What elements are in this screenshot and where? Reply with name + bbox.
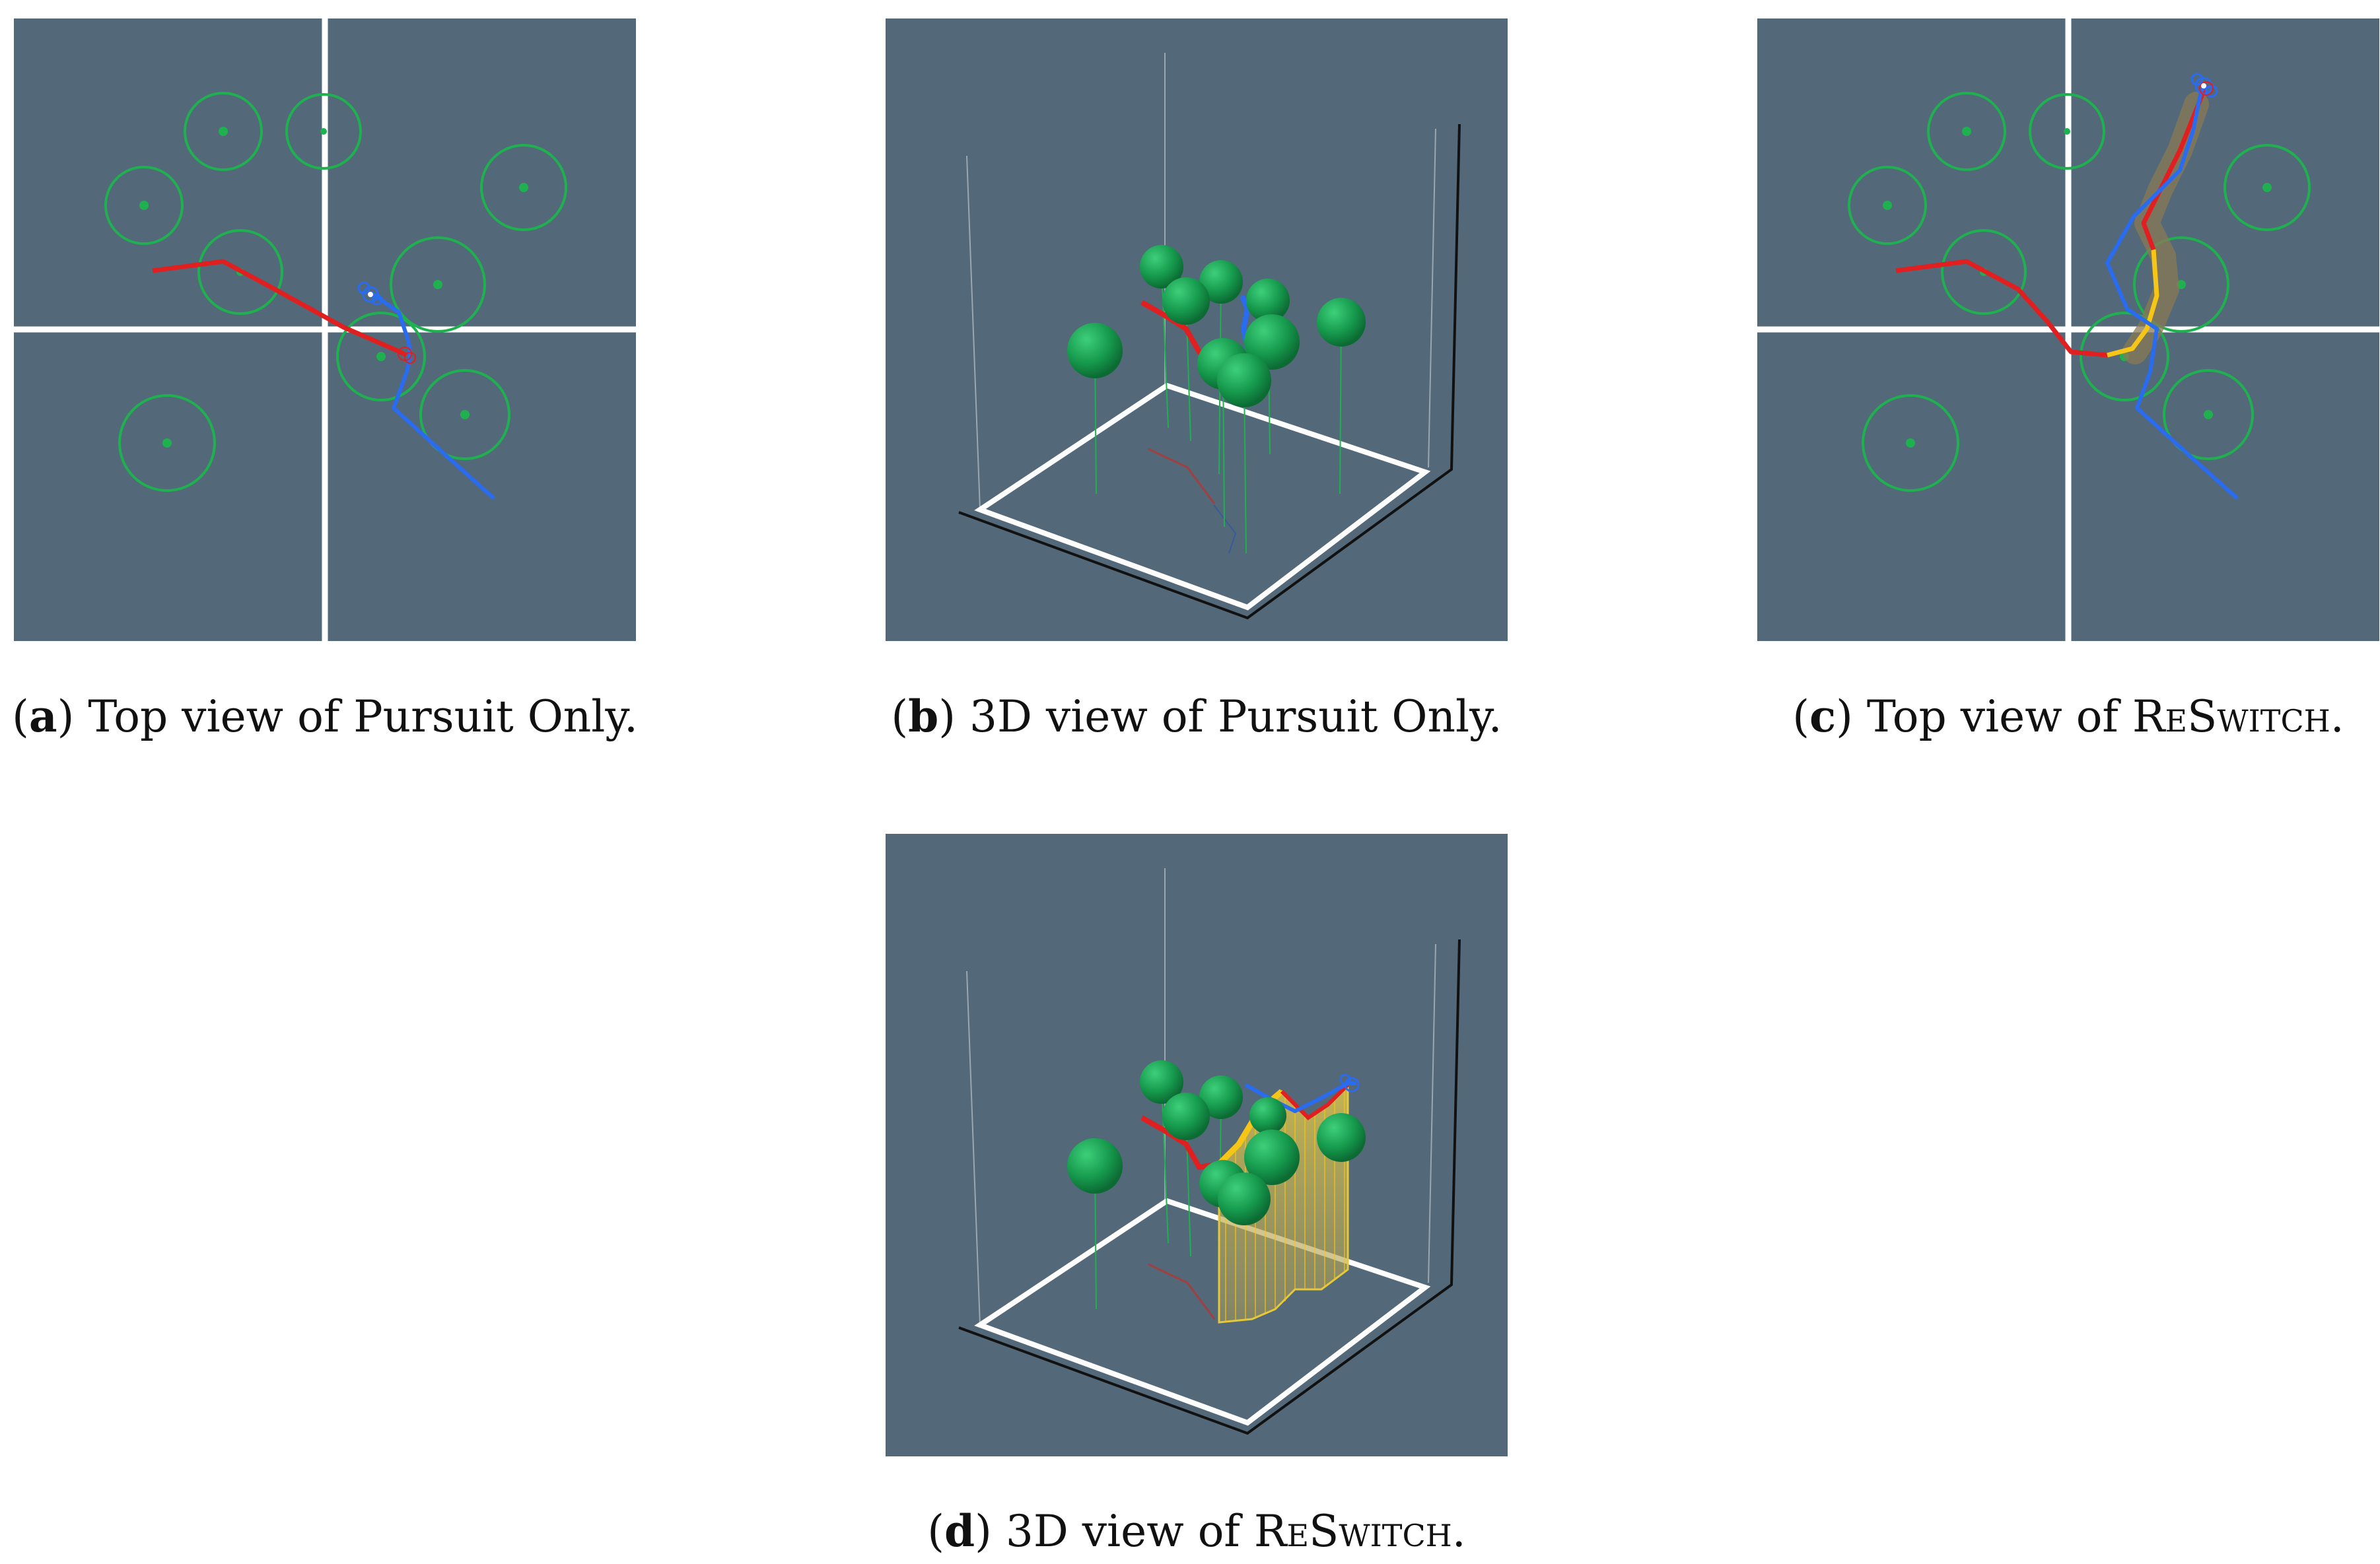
- obstacle: [118, 394, 216, 492]
- panel-c-plot: [1757, 18, 2379, 641]
- obstacle-spheres: [1067, 1060, 1366, 1225]
- pursuer-shadow: [1148, 1263, 1216, 1320]
- obstacle: [1162, 277, 1210, 325]
- obstacle-centers: [139, 127, 528, 448]
- agent-marker-evader: [357, 281, 383, 306]
- panel-a-top-view-pursuit-only: [14, 18, 636, 641]
- caption-d: (d) 3D view of ReSwitch.: [927, 1505, 1466, 1557]
- caption-a: (a) Top view of Pursuit Only.: [12, 691, 638, 742]
- evader-shadow: [1213, 504, 1237, 554]
- obstacle: [480, 144, 567, 231]
- pursuer-path: [152, 259, 407, 358]
- obstacle: [1067, 1138, 1123, 1194]
- obstacle-spheres: [1067, 245, 1366, 407]
- caption-label: a: [28, 691, 57, 742]
- agent-marker-pursuer: [398, 347, 416, 364]
- obstacle: [1317, 1113, 1366, 1162]
- evader-center: [2201, 83, 2206, 88]
- 3d-axes: [958, 123, 1461, 620]
- obstacle: [1246, 279, 1290, 322]
- panel-b-3d-view-pursuit-only: [886, 18, 1508, 641]
- panel-d-3d-view-reswitch: [886, 834, 1508, 1456]
- panel-a-plot: [14, 18, 636, 641]
- panel-b-plot: [958, 53, 1461, 620]
- agent-marker-pursuer: [2199, 81, 2214, 96]
- pursuer-path: [1140, 1115, 1220, 1171]
- caption-b: (b) 3D view of Pursuit Only.: [891, 691, 1502, 742]
- z-gridline: [966, 970, 981, 1326]
- method-name: ReSwitch: [2132, 691, 2330, 742]
- obstacle: [1244, 1130, 1300, 1185]
- obstacle: [1244, 314, 1300, 370]
- evader-path: [2105, 83, 2239, 500]
- caption-label: d: [944, 1505, 975, 1557]
- z-gridline: [1428, 128, 1436, 468]
- obstacle: [1199, 260, 1243, 304]
- obstacle: [1162, 1093, 1210, 1140]
- method-name: ReSwitch: [1253, 1506, 1452, 1557]
- agent-marker-evader: [2190, 73, 2218, 98]
- ground-boundary: [974, 382, 1431, 611]
- obstacle: [336, 312, 426, 401]
- caption-punct: .: [1452, 1506, 1466, 1557]
- z-gridline: [1428, 943, 1436, 1283]
- caption-text: Top view of Pursuit Only.: [88, 691, 638, 742]
- obstacle: [1249, 1097, 1286, 1134]
- panel-d-plot: [958, 868, 1461, 1435]
- obstacle: [1217, 353, 1271, 407]
- obstacle: [1218, 1173, 1271, 1225]
- obstacle-centers: [1883, 127, 2272, 448]
- caption-label: b: [908, 691, 939, 742]
- obstacle: [104, 166, 184, 245]
- caption-text: Top view of: [1866, 691, 2132, 742]
- pursuer-path: [1895, 259, 2108, 358]
- caption-punct: .: [2330, 691, 2344, 742]
- agent-marker-evader: [1339, 1073, 1360, 1093]
- obstacles: [1848, 92, 2311, 492]
- ground-boundary: [974, 1198, 1431, 1426]
- pursuer-shadow: [1148, 448, 1216, 504]
- switch-path: [2107, 249, 2159, 358]
- z-gridline: [966, 155, 981, 510]
- obstacle: [184, 92, 263, 171]
- obstacle: [1140, 1060, 1183, 1104]
- caption-text: 3D view of Pursuit Only.: [969, 691, 1502, 742]
- panel-c-top-view-reswitch: [1757, 18, 2379, 641]
- pursuer-path-continued: [1280, 1083, 1350, 1120]
- caption-text: 3D view of: [1005, 1506, 1254, 1557]
- caption-c: (c) Top view of ReSwitch.: [1792, 691, 2344, 742]
- evader-center: [368, 292, 373, 297]
- obstacle: [1317, 298, 1366, 347]
- obstacle: [390, 236, 486, 333]
- obstacles: [104, 92, 567, 492]
- caption-label: c: [1809, 691, 1837, 742]
- 3d-axes: [958, 939, 1461, 1435]
- obstacle: [1140, 245, 1183, 289]
- evader-path: [369, 290, 496, 500]
- obstacle: [285, 93, 362, 170]
- obstacle: [1199, 1075, 1243, 1119]
- obstacle: [197, 229, 283, 315]
- obstacle: [1067, 323, 1123, 378]
- obstacle: [419, 369, 510, 460]
